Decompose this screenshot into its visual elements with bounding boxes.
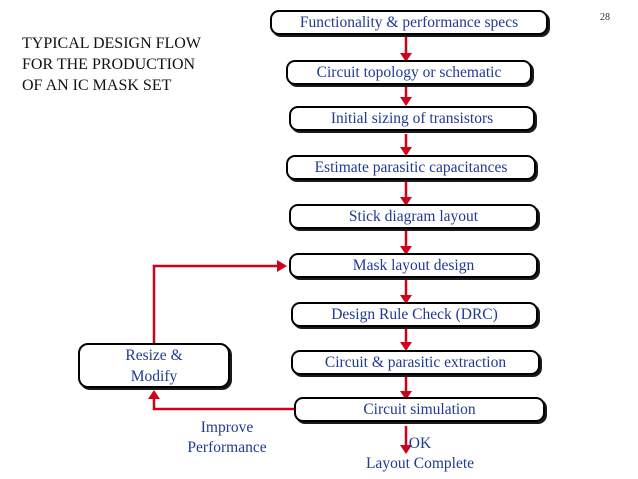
layout-complete-line: Layout Complete: [365, 455, 475, 472]
title-line-1: TYPICAL DESIGN FLOW: [22, 35, 201, 52]
improve-line-1: Improve: [200, 419, 254, 436]
arrow-shafts: [152, 37, 408, 446]
page-number: 28: [600, 12, 610, 23]
ok-line: OK: [408, 435, 432, 452]
title-line-3: OF AN IC MASK SET: [22, 77, 172, 94]
resize-line-1: Resize &: [125, 346, 183, 364]
layout-complete-label: OK Layout Complete: [340, 434, 500, 474]
step-mask-layout: Mask layout design: [289, 253, 538, 278]
step-circuit-topology: Circuit topology or schematic: [286, 60, 532, 85]
resize-line-2: Modify: [130, 367, 178, 385]
step-estimate-parasitics: Estimate parasitic capacitances: [286, 155, 536, 180]
step-stick-diagram: Stick diagram layout: [289, 204, 538, 229]
step-functionality-specs: Functionality & performance specs: [270, 10, 548, 35]
slide-title: TYPICAL DESIGN FLOW FOR THE PRODUCTION O…: [22, 33, 201, 96]
step-extraction: Circuit & parasitic extraction: [291, 350, 540, 375]
improve-line-2: Performance: [187, 439, 267, 456]
step-circuit-simulation: Circuit simulation: [294, 397, 545, 422]
title-line-2: FOR THE PRODUCTION: [22, 56, 196, 73]
improve-performance-label: Improve Performance: [172, 418, 282, 458]
step-drc: Design Rule Check (DRC): [291, 302, 538, 327]
arrow-heads: [148, 53, 412, 454]
step-initial-sizing: Initial sizing of transistors: [289, 106, 535, 131]
resize-modify-box: Resize & Modify: [78, 343, 230, 388]
